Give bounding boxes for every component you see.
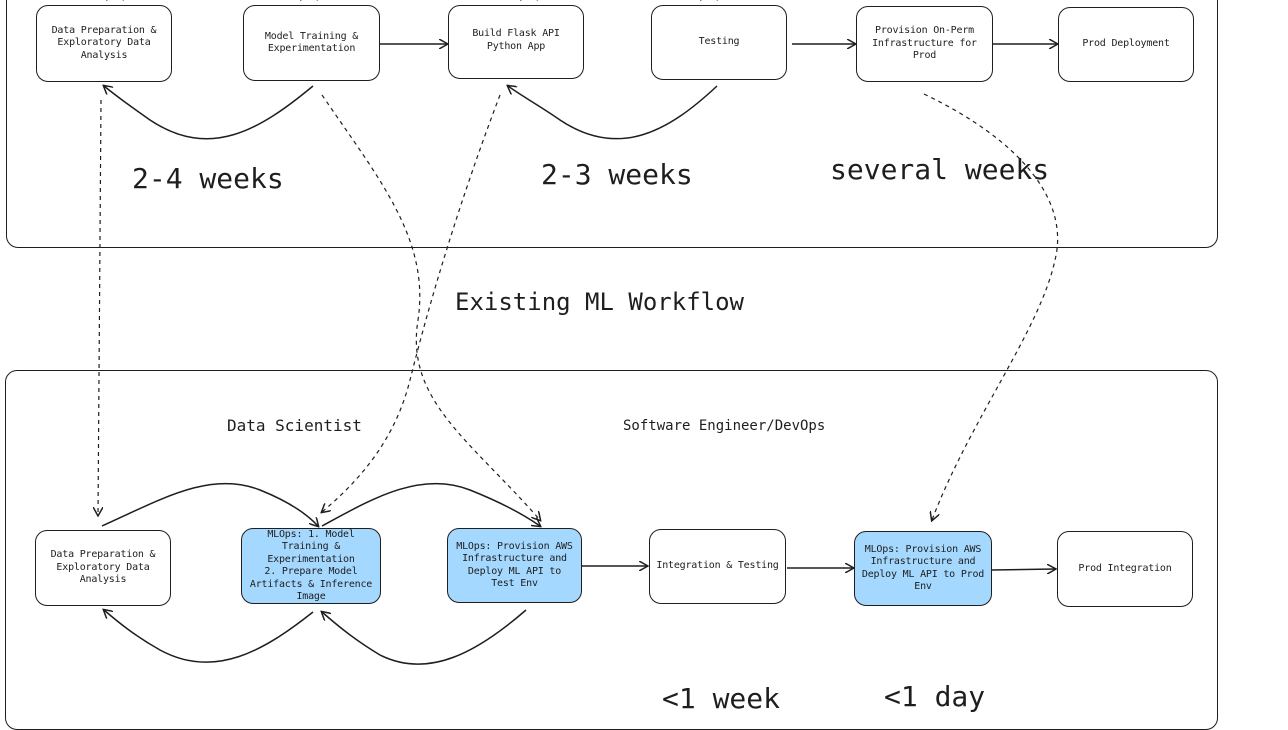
duration-mlops-2: <1 day	[884, 680, 986, 713]
duration-existing-2: 2-3 weeks	[541, 158, 693, 191]
duration-mlops-1: <1 week	[662, 682, 781, 715]
role-data-scientist: Data Scientist	[227, 416, 362, 435]
node-mlops-data-prep: Data Preparation & Exploratory Data Anal…	[35, 530, 171, 606]
node-mlops-aws-prod: MLOps: Provision AWS Infrastructure and …	[854, 531, 992, 606]
existing-workflow-panel	[6, 0, 1218, 248]
diagram-canvas: Data Preparation & Exploratory Data Anal…	[5, 0, 1218, 730]
node-mlops-aws-test: MLOps: Provision AWS Infrastructure and …	[447, 528, 582, 603]
node-mlops-model-training: MLOps: 1. Model Training & Experimentati…	[241, 528, 381, 604]
node-existing-testing: Testing	[651, 5, 787, 80]
mlops-workflow-panel	[5, 370, 1218, 730]
node-existing-provision-onprem: Provision On-Perm Infrastructure for Pro…	[856, 6, 993, 82]
node-existing-prod-deployment: Prod Deployment	[1058, 7, 1194, 82]
node-existing-model-training: Model Training & Experimentation	[243, 5, 380, 81]
node-existing-data-prep: Data Preparation & Exploratory Data Anal…	[36, 5, 172, 82]
node-mlops-integration-testing: Integration & Testing	[649, 529, 786, 604]
duration-existing-1: 2-4 weeks	[132, 162, 284, 195]
node-existing-build-flask: Build Flask API Python App	[448, 5, 584, 79]
duration-existing-3: several weeks	[830, 153, 1050, 186]
role-software-engineer: Software Engineer/DevOps	[623, 418, 826, 434]
node-mlops-prod-integration: Prod Integration	[1057, 531, 1193, 607]
existing-workflow-title: Existing ML Workflow	[455, 288, 744, 316]
